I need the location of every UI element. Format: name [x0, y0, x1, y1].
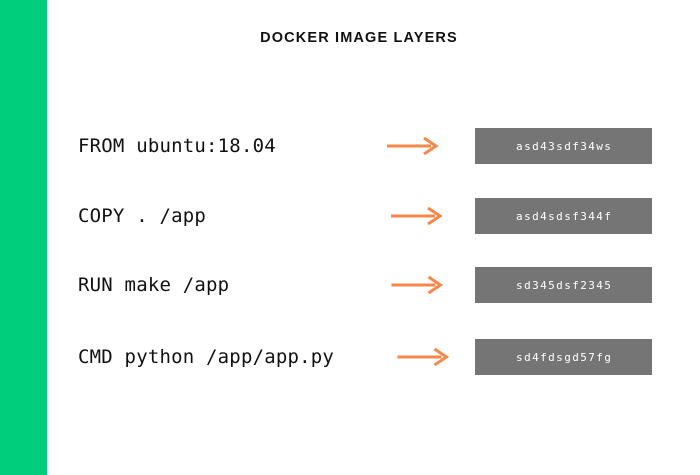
- layer-row: RUN make /app sd345dsf2345: [0, 265, 700, 305]
- right-arrow-icon: [397, 347, 450, 367]
- right-arrow-icon: [391, 206, 443, 226]
- layer-row: CMD python /app/app.py sd4fdsgd57fg: [0, 337, 700, 377]
- right-arrow-icon: [387, 136, 439, 156]
- dockerfile-command: CMD python /app/app.py: [78, 346, 335, 368]
- layer-hash-label: sd345dsf2345: [516, 278, 613, 292]
- layer-hash-box: asd43sdf34ws: [475, 128, 652, 164]
- layer-hash-label: asd4sdsf344f: [516, 209, 613, 223]
- page-title: DOCKER IMAGE LAYERS: [260, 30, 458, 46]
- right-arrow-icon: [391, 275, 444, 295]
- dockerfile-command: FROM ubuntu:18.04: [78, 135, 276, 157]
- accent-bar: [0, 0, 47, 475]
- dockerfile-command: RUN make /app: [78, 274, 230, 296]
- layer-hash-label: sd4fdsgd57fg: [516, 350, 613, 364]
- layer-hash-box: asd4sdsf344f: [475, 198, 652, 234]
- layer-row: COPY . /app asd4sdsf344f: [0, 196, 700, 236]
- layer-hash-label: asd43sdf34ws: [516, 139, 613, 153]
- layer-row: FROM ubuntu:18.04 asd43sdf34ws: [0, 126, 700, 166]
- layer-hash-box: sd345dsf2345: [475, 267, 652, 303]
- dockerfile-command: COPY . /app: [78, 205, 207, 227]
- layer-hash-box: sd4fdsgd57fg: [475, 339, 652, 375]
